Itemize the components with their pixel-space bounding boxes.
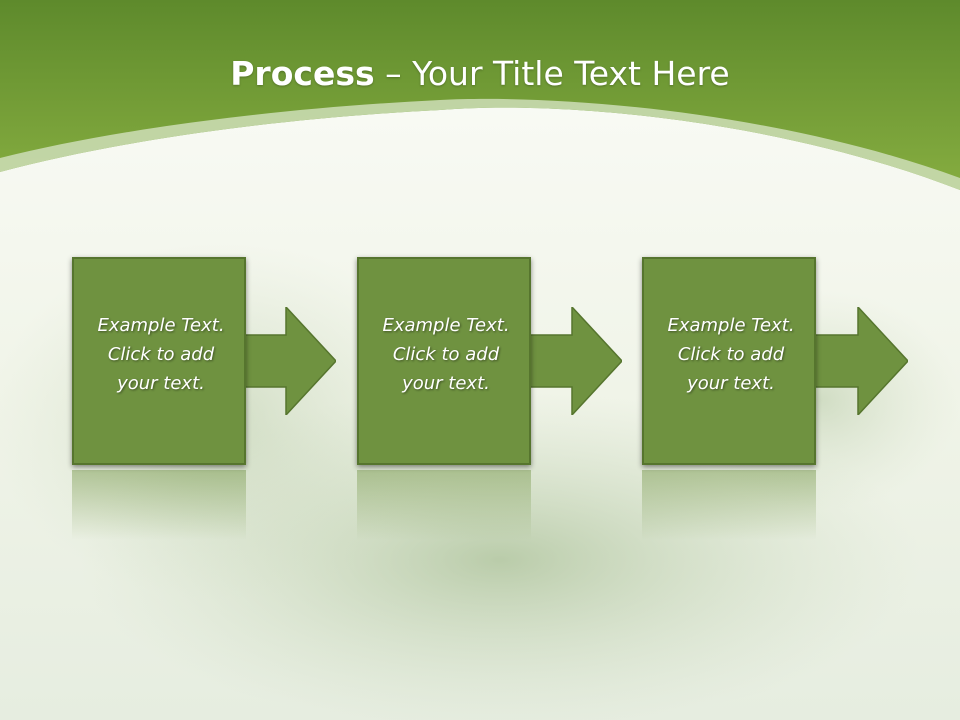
process-arrow-2: [526, 307, 622, 415]
step-3-text[interactable]: Example Text. Click to add your text.: [644, 311, 818, 398]
step-2-line-2: Click to add: [392, 344, 500, 365]
step-2-text[interactable]: Example Text. Click to add your text.: [359, 311, 533, 398]
process-arrow-3: [812, 307, 908, 415]
step-2-box[interactable]: Example Text. Click to add your text.: [357, 257, 531, 465]
step-3-line-2: Click to add: [677, 344, 785, 365]
step-1-line-3: your text.: [117, 373, 205, 394]
step-1-box[interactable]: Example Text. Click to add your text.: [72, 257, 246, 465]
title-rest-part: – Your Title Text Here: [374, 54, 730, 93]
step-3-line-3: your text.: [687, 373, 775, 394]
step-3-reflection: [642, 470, 816, 540]
step-1-reflection: [72, 470, 246, 540]
step-3-box[interactable]: Example Text. Click to add your text.: [642, 257, 816, 465]
step-2-line-3: your text.: [402, 373, 490, 394]
process-arrow-1: [240, 307, 336, 415]
header-swoosh: [0, 98, 960, 190]
step-1-line-1: Example Text.: [97, 315, 225, 336]
step-2-line-1: Example Text.: [382, 315, 510, 336]
step-3-line-1: Example Text.: [667, 315, 795, 336]
step-1-text[interactable]: Example Text. Click to add your text.: [74, 311, 248, 398]
title-bold-part: Process: [230, 54, 375, 93]
step-1-line-2: Click to add: [107, 344, 215, 365]
header-band: [0, 0, 960, 190]
step-2-reflection: [357, 470, 531, 540]
slide-title[interactable]: Process – Your Title Text Here: [0, 52, 960, 96]
